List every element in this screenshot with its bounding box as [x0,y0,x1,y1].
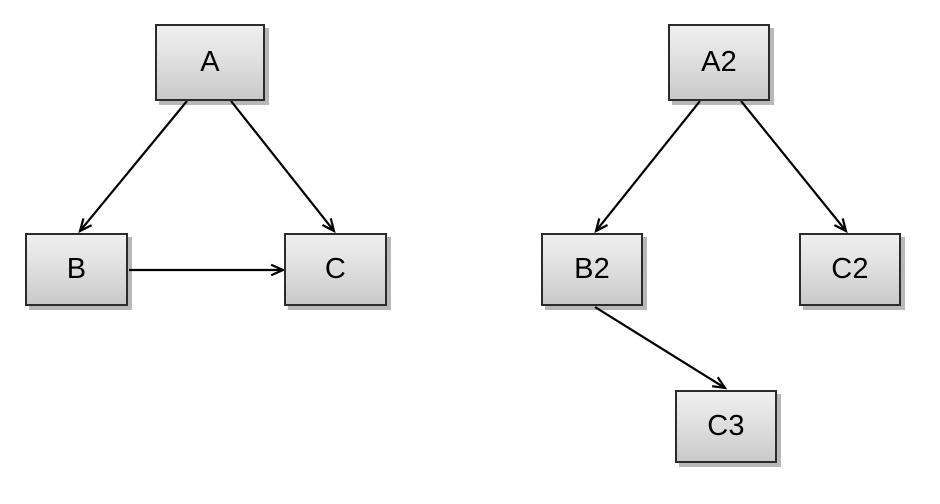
arrowhead-icon [78,218,93,234]
edge-b2-c3 [594,306,728,390]
edge-a2-b2 [594,100,701,234]
node-b[interactable]: B [25,233,128,306]
node-label: C2 [831,253,869,285]
node-a[interactable]: A [155,24,265,101]
node-b2[interactable]: B2 [541,233,643,306]
node-label: A [200,46,220,78]
edge-b-c [129,263,286,277]
node-label: C [324,253,347,285]
node-label: B [66,253,87,285]
node-c2[interactable]: C2 [799,233,901,306]
node-label: A2 [701,46,737,78]
arrowhead-icon [711,376,728,390]
node-a2[interactable]: A2 [668,24,770,101]
arrowhead-icon [321,218,336,234]
edge-a-c [230,100,336,234]
edge-line [740,100,846,231]
node-label: C3 [707,410,745,442]
edge-line [230,100,334,231]
arrowhead-icon [594,218,609,234]
edge-a-b [78,100,188,234]
node-c[interactable]: C [284,233,387,306]
edge-line [596,100,701,231]
node-c3[interactable]: C3 [675,390,777,463]
edge-line [594,306,724,388]
edge-a2-c2 [740,100,848,234]
arrowhead-icon [270,263,286,277]
node-label: B2 [574,253,610,285]
arrowhead-icon [833,218,848,234]
edge-line [80,100,188,231]
